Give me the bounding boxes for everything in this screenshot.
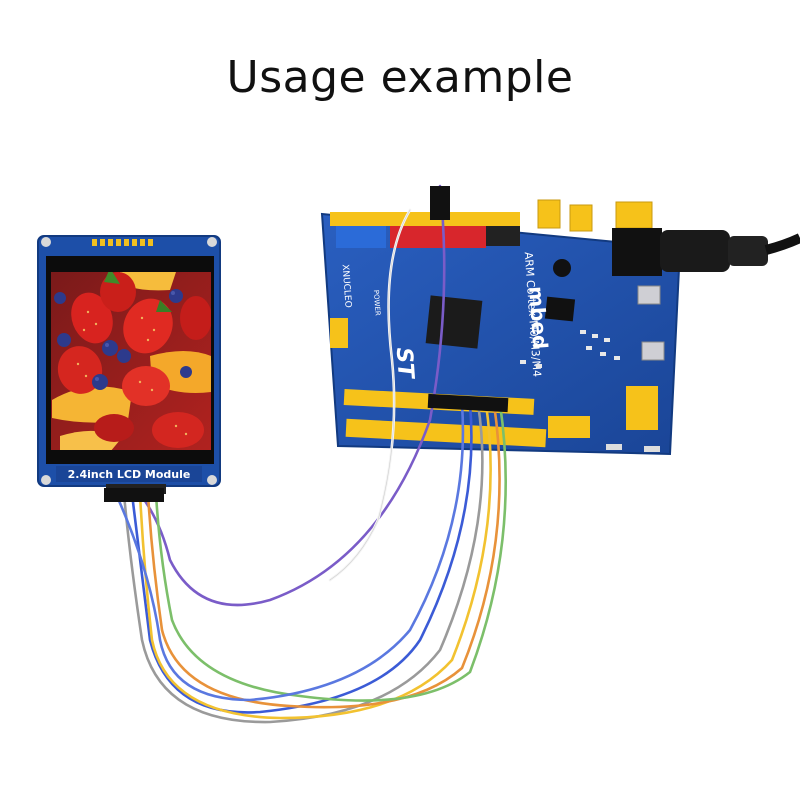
fruit-photo (51, 272, 211, 450)
power-silk-text: POWER (372, 290, 382, 317)
dev-board: ARM Cortex-M0/M3/M4 mbed ST XNUCLEO POWE… (320, 199, 800, 456)
power-jack (612, 228, 800, 276)
mbed-text: mbed (524, 285, 552, 350)
st-logo: ST (391, 347, 418, 382)
page-title: Usage example (226, 52, 574, 103)
xnucleo-text: XNUCLEO (340, 264, 353, 308)
lcd-module: 2.4inch LCD Module (37, 235, 221, 494)
jumper-wires (104, 184, 509, 724)
lcd-module-label: 2.4inch LCD Module (68, 468, 191, 481)
mcu-chip (425, 295, 483, 349)
top-pin-header (330, 212, 520, 248)
